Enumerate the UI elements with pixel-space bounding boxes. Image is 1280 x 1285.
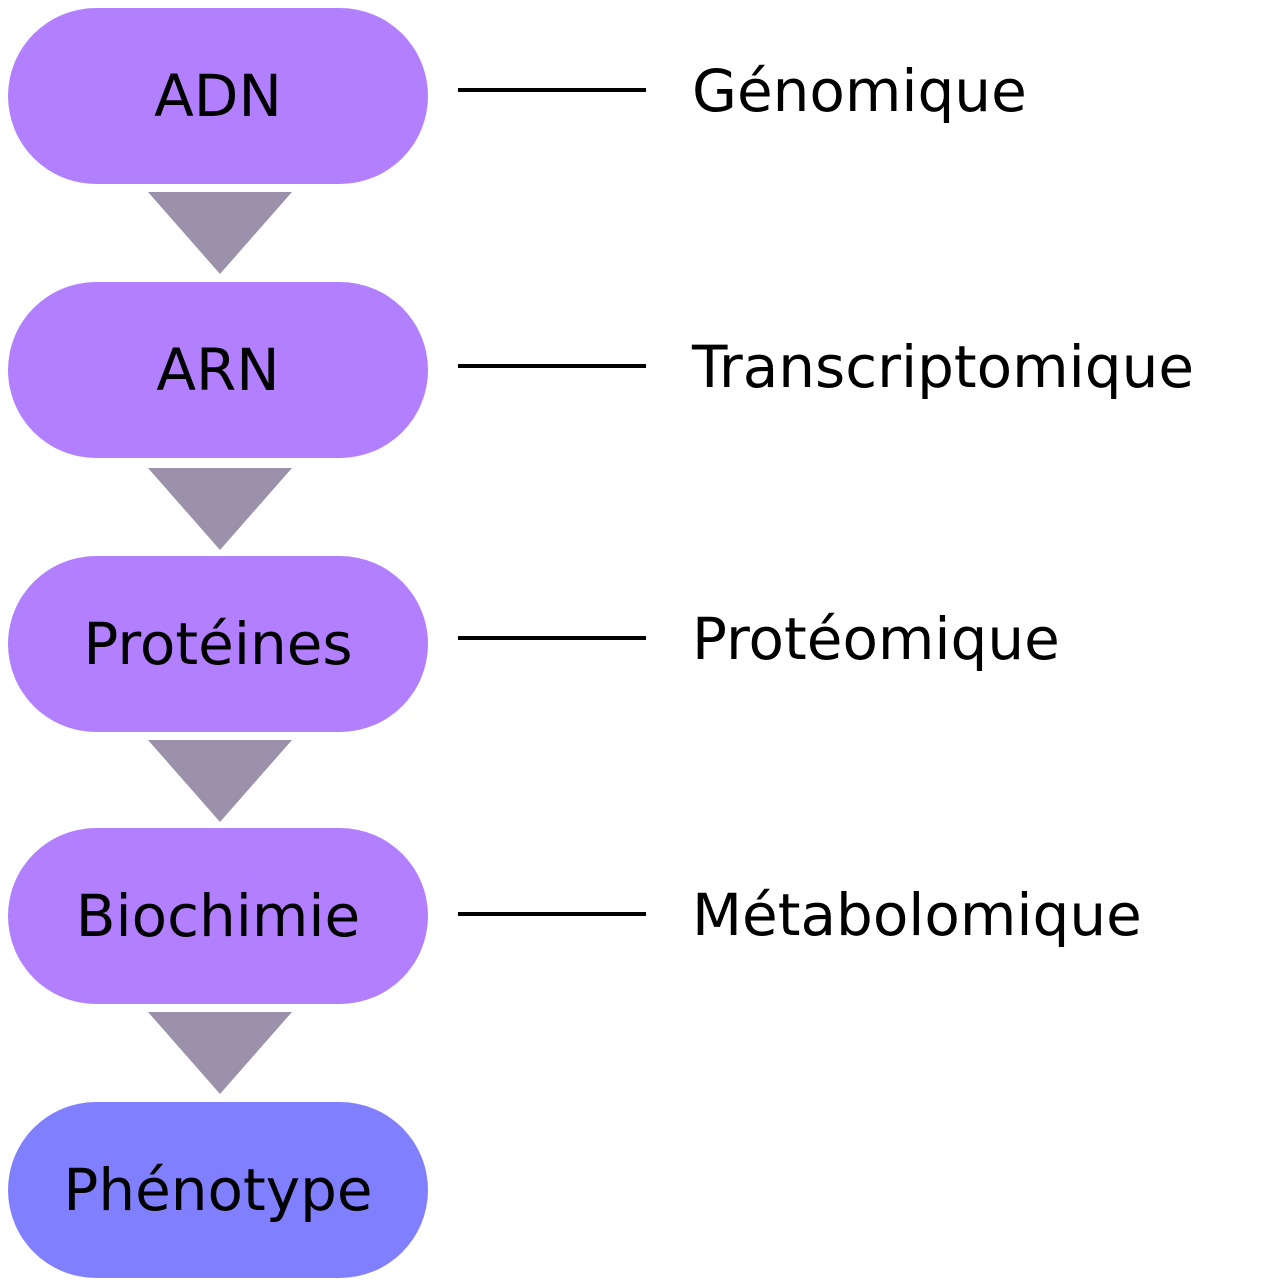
node-proteines: Protéines [8,556,428,732]
arrow-down-icon [148,740,292,822]
arrow-down-icon [148,192,292,274]
connector-line [458,364,646,368]
connector-line [458,912,646,916]
node-arn-label: ARN [156,336,280,404]
connector-line [458,88,646,92]
node-adn: ADN [8,8,428,184]
node-proteines-label: Protéines [83,610,353,678]
node-arn: ARN [8,282,428,458]
node-phenotype: Phénotype [8,1102,428,1278]
node-adn-label: ADN [154,62,282,130]
node-biochimie: Biochimie [8,828,428,1004]
arrow-down-icon [148,468,292,550]
connector-line [458,636,646,640]
omics-label-proteomique: Protéomique [692,605,1060,673]
omics-label-metabolomique: Métabolomique [692,881,1142,949]
node-biochimie-label: Biochimie [75,882,361,950]
omics-label-transcriptomique: Transcriptomique [692,333,1195,401]
node-phenotype-label: Phénotype [63,1156,373,1224]
arrow-down-icon [148,1012,292,1094]
omics-label-genomique: Génomique [692,57,1027,125]
